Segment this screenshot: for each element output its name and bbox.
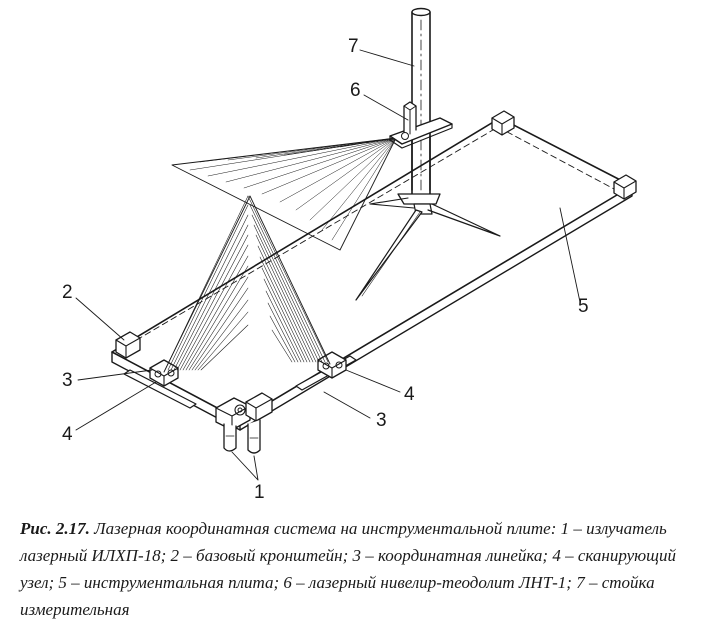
base-bracket-right — [613, 174, 637, 200]
leader-2 — [75, 297, 125, 341]
leader-7 — [359, 49, 415, 67]
laser-fan-lower — [163, 195, 331, 373]
diagram-figure: 7 6 2 3 4 3 4 5 1 — [62, 7, 637, 503]
label-3-right: 3 — [376, 410, 387, 431]
label-5: 5 — [578, 296, 589, 317]
label-4-left: 4 — [62, 424, 73, 445]
coordinate-ruler-left — [123, 369, 197, 409]
leader-4-left — [75, 381, 157, 431]
label-1: 1 — [254, 482, 265, 503]
leader-3-left — [77, 369, 153, 381]
label-3-left: 3 — [62, 370, 73, 391]
laser-emitter-cluster — [215, 392, 273, 454]
caption-text: Лазерная координатная система на инструм… — [20, 519, 676, 619]
diagram-svg: 7 6 2 3 4 3 4 5 1 — [62, 7, 637, 503]
laser-fan-upper — [171, 137, 397, 251]
scanning-node-left — [149, 359, 179, 387]
leader-5 — [559, 207, 581, 303]
label-6: 6 — [350, 80, 361, 101]
laser-theodolite — [389, 101, 453, 191]
caption-number: Рис. 2.17. — [20, 519, 90, 538]
label-7: 7 — [348, 36, 359, 57]
tripod — [355, 193, 501, 301]
instrument-plate — [111, 117, 633, 431]
leader-lines — [75, 49, 581, 481]
leader-3-right — [323, 391, 371, 419]
leader-4-right — [345, 369, 401, 393]
base-bracket-back — [491, 110, 515, 136]
leader-6 — [363, 94, 409, 121]
label-2: 2 — [62, 282, 73, 303]
label-4-right: 4 — [404, 384, 415, 405]
leader-1 — [231, 451, 259, 481]
figure-caption: Рис. 2.17. Лазерная координатная система… — [20, 515, 692, 623]
